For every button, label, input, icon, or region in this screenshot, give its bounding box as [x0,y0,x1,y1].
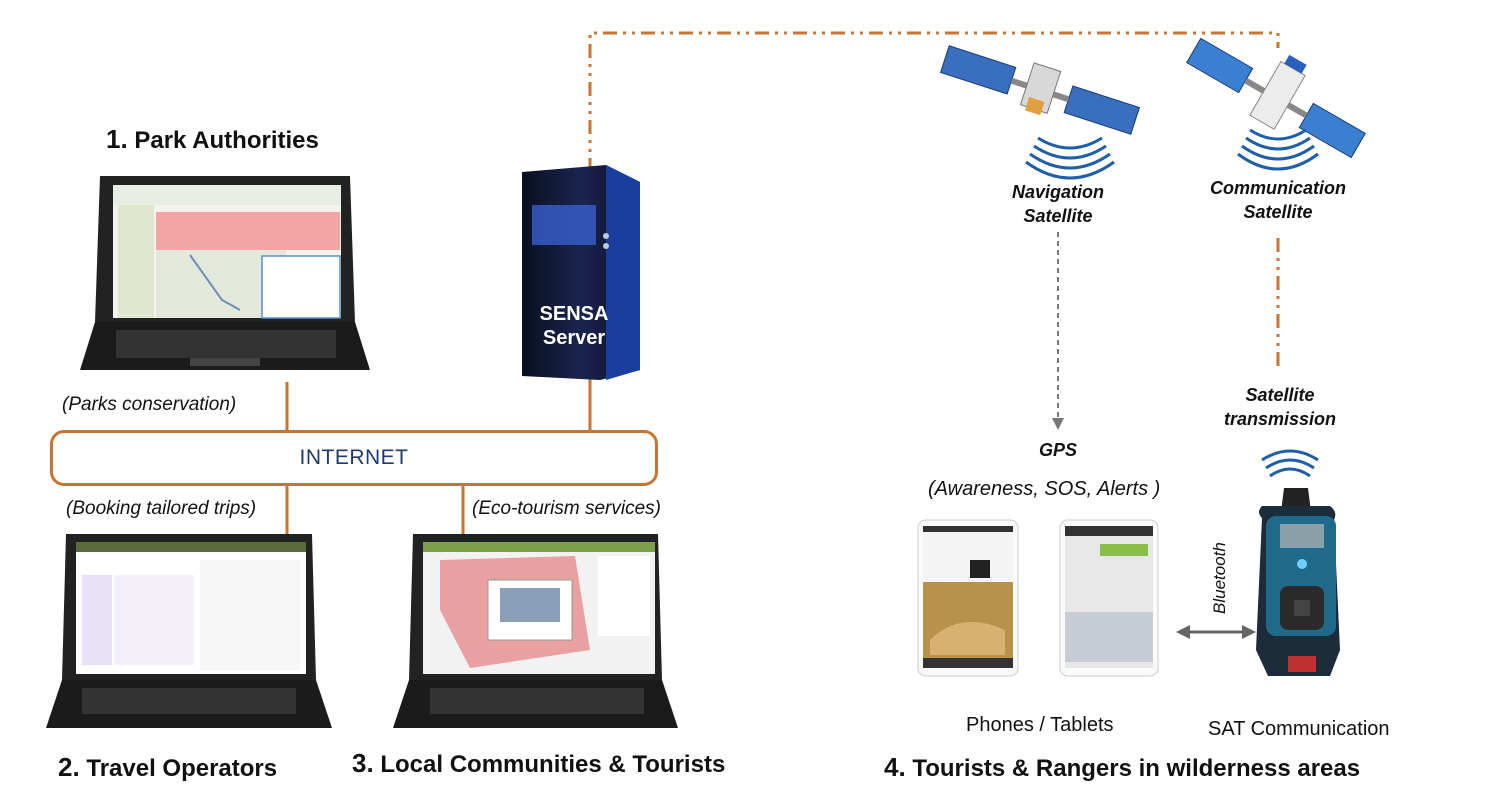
sat-trans-line2: transmission [1223,409,1337,429]
local-communities-title: 3. Local Communities & Tourists [352,748,725,779]
internet-box: INTERNET [50,430,658,486]
group-label: Park Authorities [134,127,319,154]
travel-operators-title: 2. Travel Operators [58,752,277,783]
nav-sat-line2: Satellite [1023,206,1093,226]
parks-conservation-note: (Parks conservation) [62,394,237,415]
tourists-rangers-title: 4. Tourists & Rangers in wilderness area… [884,752,1360,783]
phones-label: Phones / Tablets [966,714,1114,736]
group-number: 1. [106,124,128,154]
satellite-transmission-label: Satellite transmission [1200,383,1360,431]
communication-satellite-label: Communication Satellite [1188,176,1368,224]
group-label: Local Communities & Tourists [380,751,726,778]
gps-detail: (Awareness, SOS, Alerts ) [928,478,1161,500]
gps-label: GPS [1038,440,1077,460]
server-satellite-link [588,31,1280,400]
group-number: 2. [58,752,80,782]
eco-tourism-note: (Eco-tourism services) [472,498,661,519]
sat-trans-line1: Satellite [1245,385,1315,405]
booking-note: (Booking tailored trips) [66,498,257,519]
navigation-satellite-label: Navigation Satellite [978,180,1138,228]
group-number: 4. [884,752,906,782]
server-label: SENSA Server [520,302,628,350]
comm-sat-line2: Satellite [1243,202,1313,222]
park-authorities-title: 1. Park Authorities [106,124,319,155]
comm-sat-line1: Communication [1209,178,1346,198]
sat-comm-label: SAT Communication [1208,718,1390,740]
group-label: Tourists & Rangers in wilderness areas [912,755,1361,782]
bluetooth-label: Bluetooth [1210,542,1229,614]
nav-sat-line1: Navigation [1011,182,1104,202]
group-number: 3. [352,748,374,778]
server-line1: SENSA [539,303,609,325]
group-label: Travel Operators [86,755,278,782]
internet-label: INTERNET [299,446,409,469]
server-line2: Server [542,327,606,349]
